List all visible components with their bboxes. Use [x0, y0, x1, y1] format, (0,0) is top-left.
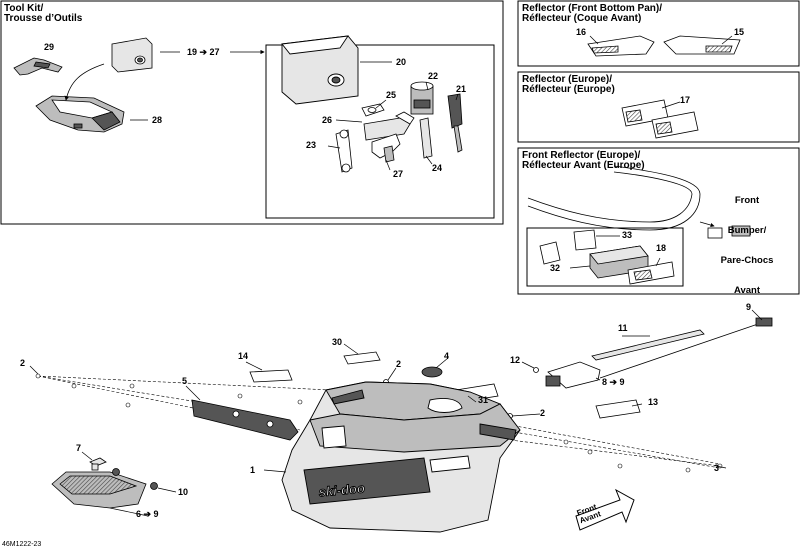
callout-13: 13: [648, 397, 659, 407]
tool-kit-leaders: [130, 49, 459, 171]
callout-25: 25: [386, 90, 397, 100]
assembly-leaders: [29, 335, 727, 517]
bumper-label-line3: Pare-Chocs: [720, 255, 774, 266]
reflector-europe-title-line1: Reflector (Europe)/: [522, 74, 613, 85]
callout-22: 22: [428, 71, 439, 81]
callout-17: 17: [680, 95, 691, 105]
drawing-code: 46M1222-23: [2, 541, 42, 548]
reflector-front-bottom-title-line2: Réflecteur (Coque Avant): [522, 13, 642, 24]
part-1-front-cover: ski-doo: [281, 381, 521, 533]
part-23-spanner: [335, 129, 353, 173]
part-26-wrench: [363, 111, 415, 141]
part-28-tool-bag: [35, 95, 125, 133]
callout-4: 4: [444, 351, 450, 361]
bumper-inset-parts: [707, 225, 751, 239]
fastener-dots: [35, 373, 723, 473]
part-17-reflectors-europe: [621, 99, 699, 139]
front-reflector-leaders: [569, 235, 661, 269]
callout-8-9: 8 ➔ 9: [602, 377, 625, 387]
front-reflector-europe-panel: [517, 147, 800, 295]
part-25-clip: [361, 103, 385, 117]
callout-15: 15: [734, 27, 745, 37]
part-6-light-assembly: [51, 471, 147, 509]
callout-18: 18: [656, 243, 667, 253]
front-direction-arrow: [575, 488, 635, 531]
reflector-front-bottom-panel: [517, 0, 800, 67]
reflector-europe-title-line2: Réflecteur (Europe): [522, 84, 615, 95]
part-12-screw: [533, 367, 539, 373]
callout-32: 32: [550, 263, 561, 273]
callout-19-27: 19 ➔ 27: [187, 47, 220, 57]
part-29-strap: [13, 57, 63, 76]
part-30-decal: [343, 351, 381, 365]
front-reflector-europe-title-line2: Réflecteur Avant (Europe): [522, 160, 645, 171]
part-cable: [599, 323, 759, 379]
callout-5: 5: [182, 376, 188, 386]
reflector-front-bottom-title-line1: Reflector (Front Bottom Pan)/: [522, 3, 662, 14]
part-14-decal: [249, 369, 293, 383]
front-reflector-europe-title-line1: Front Reflector (Europe)/: [522, 150, 641, 161]
callout-31: 31: [478, 395, 489, 405]
callout-7: 7: [76, 443, 82, 453]
part-9-connector: [755, 317, 773, 327]
part-33-bracket: [539, 229, 597, 265]
callout-20: 20: [396, 57, 407, 67]
part-22-socket: [410, 81, 434, 115]
tool-kit-inner-box: [265, 44, 495, 219]
callout-6-9: 6 ➔ 9: [136, 509, 159, 519]
callout-14: 14: [238, 351, 249, 361]
part-11-strip: [591, 329, 705, 361]
svg-text:ski-doo: ski-doo: [318, 481, 365, 500]
part-13-decal: [595, 399, 641, 419]
part-4-emblem: [421, 366, 443, 378]
part-8-bracket: [545, 361, 601, 389]
part-20-pouch: [281, 35, 359, 105]
bumper-label-line1: Front: [734, 195, 760, 206]
part-front-bumper: [527, 165, 701, 231]
reflector-detail-box: [526, 227, 684, 287]
arrow-bag-to-strap: [64, 63, 105, 101]
bumper-label: Front Bumper/ Pare-Chocs Avant: [712, 176, 782, 306]
tool-kit-panel: [0, 0, 504, 225]
callout-27: 27: [393, 169, 404, 179]
callout-21: 21: [456, 84, 467, 94]
callout-33: 33: [622, 230, 633, 240]
callout-30: 30: [332, 337, 343, 347]
part-pouch-small: [111, 37, 153, 73]
part-21-screwdriver: [447, 93, 463, 153]
callout-9: 9: [746, 302, 752, 312]
part-16-reflector-left: [587, 35, 655, 57]
callout-26: 26: [322, 115, 333, 125]
callout-2c: 2: [540, 408, 546, 418]
callout-2b: 2: [20, 358, 26, 368]
part-18-reflector: [627, 261, 675, 285]
part-10-nuts: [112, 468, 158, 490]
callout-16: 16: [576, 27, 587, 37]
tool-kit-title-line2: Trousse d’Outils: [4, 13, 83, 24]
tool-kit-title-line1: Tool Kit/: [4, 3, 44, 14]
callout-23: 23: [306, 140, 317, 150]
callout-2a: 2: [396, 359, 402, 369]
callout-1: 1: [250, 465, 256, 475]
part-15-reflector-right: [663, 35, 741, 55]
part-24-rod: [419, 117, 433, 159]
part-7-bolt: [89, 457, 107, 471]
callout-12: 12: [510, 355, 521, 365]
callout-29: 29: [44, 42, 55, 52]
bumper-label-line4: Avant: [733, 285, 761, 296]
callout-24: 24: [432, 163, 443, 173]
bumper-label-line2: Bumper/: [727, 225, 767, 236]
reflector-europe-panel: [517, 71, 800, 143]
part-5-side-reflector: [191, 399, 299, 441]
part-27-tool: [371, 133, 401, 163]
callout-10: 10: [178, 487, 189, 497]
callout-11: 11: [618, 323, 628, 333]
callout-28: 28: [152, 115, 163, 125]
callout-3: 3: [714, 463, 720, 473]
